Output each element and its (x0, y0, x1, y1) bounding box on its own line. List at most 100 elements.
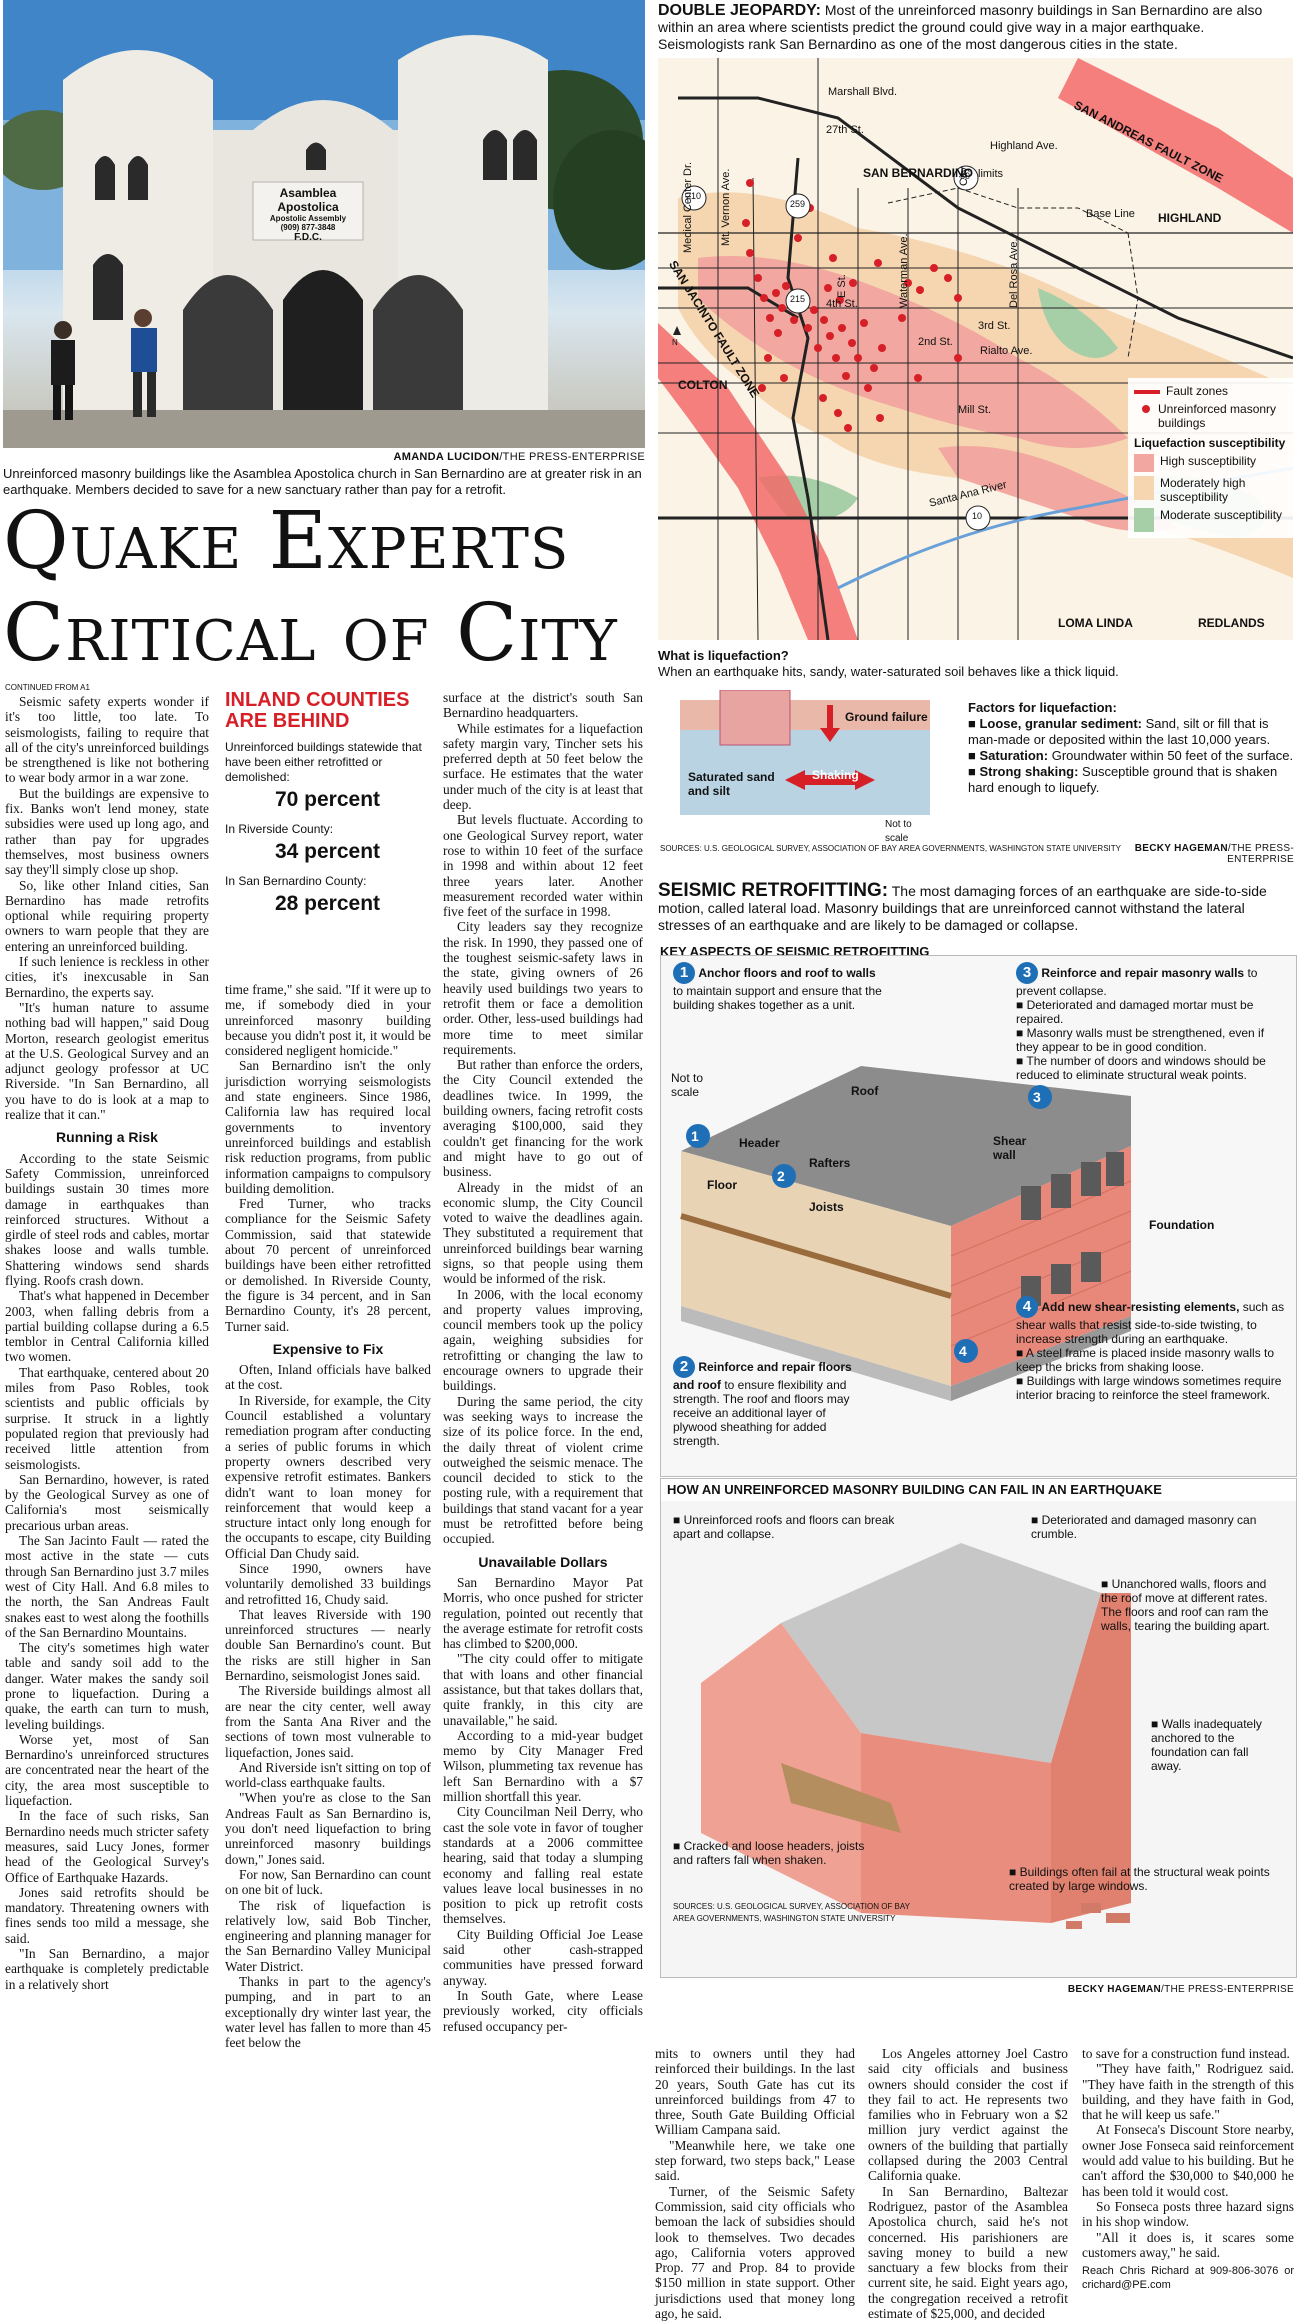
article-paragraph: In the face of such risks, San Bernardin… (5, 1808, 209, 1885)
article-paragraph: In Riverside, for example, the City Coun… (225, 1392, 431, 1561)
marker-1: 1 (691, 1128, 699, 1144)
factors-title: Factors for liquefaction: (968, 700, 1117, 715)
label-highland: HIGHLAND (1158, 211, 1222, 225)
label-san-bernardino: SAN BERNARDINO (863, 166, 974, 180)
article-paragraph: For now, San Bernardino can count on one… (225, 1866, 431, 1898)
shield-30: 30 (960, 171, 971, 181)
article-paragraph: City Building Official Joe Lease said ot… (443, 1926, 643, 1988)
label-2nd: 2nd St. (918, 336, 953, 348)
building-illustration (680, 1066, 1132, 1401)
article-paragraph: In South Gate, where Lease previously wo… (443, 1987, 643, 2034)
church-photo: Asamblea Apostolica Apostolic Assembly (… (3, 0, 645, 448)
shield-10: 10 (972, 511, 983, 521)
article-paragraph: Los Angeles attorney Joel Castro said ci… (868, 2046, 1068, 2184)
article-paragraph: Thanks in part to the agency's pumping, … (225, 1974, 431, 2051)
article-paragraph: "Meanwhile here, we take one step forwar… (655, 2137, 855, 2184)
article-paragraph: Turner, of the Seismic Safety Commission… (655, 2183, 855, 2321)
article-paragraph: So, like other Inland cities, San Bernar… (5, 877, 209, 954)
article-column-3: surface at the district's south San Bern… (443, 690, 643, 2034)
article-paragraph: The Riverside buildings almost all are n… (225, 1683, 431, 1760)
stat-value: 70 percent (274, 788, 381, 811)
article-column-1: Seismic safety experts wonder if it's to… (5, 694, 209, 1992)
retrofit-credit: BECKY HAGEMAN/THE PRESS-ENTERPRISE (1067, 1984, 1294, 1995)
aspect-4: 4 Add new shear-resisting elements, such… (1016, 1296, 1285, 1402)
article-paragraph: City leaders say they recognize the risk… (443, 919, 643, 1057)
label-medical-center: Medical Center Dr. (682, 161, 694, 253)
continued-from: CONTINUED FROM A1 (5, 683, 90, 692)
stat-label: In San Bernardino County: (225, 874, 367, 888)
label-highland-ave: Highland Ave. (990, 140, 1058, 152)
legend-moderate: Moderate susceptibility (1134, 508, 1293, 532)
article-paragraph: mits to owners until they had reinforced… (655, 2046, 855, 2138)
article-paragraph: But the buildings are expensive to fix. … (5, 785, 209, 878)
church-illustration (3, 0, 645, 448)
article-paragraph: Often, Inland officials have balked at t… (225, 1362, 431, 1393)
failure-point-3: ■ Unanchored walls, floors and the roof … (1101, 1577, 1270, 1633)
label-colton: COLTON (678, 378, 728, 392)
author-contact: Reach Chris Richard at 909-806-3076 or c… (1082, 2265, 1294, 2292)
aspect-number-icon: 3 (1016, 962, 1038, 984)
article-paragraph: During the same period, the city was see… (443, 1393, 643, 1547)
label-redlands: REDLANDS (1198, 616, 1265, 630)
legend-fault: Fault zones (1134, 384, 1293, 398)
map-graphic (658, 58, 1293, 640)
article-paragraph: "It's human nature to assume nothing bad… (5, 999, 209, 1123)
sign-line: Apostolic Assembly (269, 214, 347, 223)
liquefaction-map: SAN ANDREAS FAULT ZONE SAN JACINTO FAULT… (658, 58, 1293, 640)
map-legend: Fault zones Unreinforced masonry buildin… (1128, 378, 1293, 538)
article-paragraph: That leaves Riverside with 190 unreinfor… (225, 1606, 431, 1684)
stat-value: 28 percent (274, 892, 381, 915)
article-paragraph: And Riverside isn't sitting on top of wo… (225, 1759, 431, 1791)
failure-point-1: ■ Unreinforced roofs and floors can brea… (673, 1513, 895, 1541)
retrofit-diagram: 1 2 3 4 Not to scale Roof Header Rafters… (660, 955, 1297, 1477)
subhead-running-a-risk: Running a Risk (56, 1129, 158, 1146)
article-paragraph: surface at the district's south San Bern… (443, 690, 643, 721)
headline-line-2: Critical of City (3, 586, 618, 679)
inland-counties-box: INLAND COUNTIES ARE BEHIND Unreinforced … (225, 690, 430, 926)
liquefaction-not-to-scale: Not to scale (885, 819, 912, 844)
liquefaction-diagram: Ground failure Saturated sand and silt S… (680, 689, 930, 844)
photo-credit-name: AMANDA LUCIDON (393, 451, 500, 463)
legend-susceptibility-title: Liquefaction susceptibility (1134, 436, 1286, 450)
liquefaction-section: What is liquefaction? When an earthquake… (658, 648, 1294, 680)
label-waterman: Waterman Ave. (898, 233, 910, 308)
article-paragraph: That earthquake, centered about 20 miles… (5, 1364, 209, 1472)
article-column-6: to save for a construction fund instead.… (1082, 2046, 1294, 2292)
article-column-5: Los Angeles attorney Joel Castro said ci… (868, 2046, 1068, 2321)
label-3rd: 3rd St. (978, 320, 1011, 332)
legend-urm: Unreinforced masonry buildings (1134, 402, 1293, 430)
article-paragraph: But rather than enforce the orders, the … (443, 1057, 643, 1180)
article-column-2: time frame," she said. "If it were up to… (225, 982, 431, 2050)
sign-line: F.D.C. (294, 232, 322, 243)
headline-line-1: Quake Experts (3, 494, 570, 587)
article-paragraph: "All it does is, it scares some customer… (1082, 2229, 1294, 2260)
failure-diagram: HOW AN UNREINFORCED MASONRY BUILDING CAN… (660, 1478, 1297, 1978)
article-paragraph: According to a mid-year budget memo by C… (443, 1727, 643, 1805)
church-sign: Asamblea Apostolica Apostolic Assembly (… (255, 186, 361, 243)
liquefaction-factors: Factors for liquefaction: ■ Loose, granu… (968, 700, 1294, 796)
article-column-4: mits to owners until they had reinforced… (655, 2046, 855, 2321)
retrofit-not-to-scale: Not to scale (671, 1071, 704, 1099)
sign-line: (909) 877-3848 (280, 223, 336, 232)
shield-215: 215 (790, 294, 806, 304)
article-paragraph: The San Jacinto Fault — rated the most a… (5, 1533, 209, 1640)
label-joists: Joists (809, 1200, 844, 1214)
photo-caption: Unreinforced masonry buildings like the … (3, 466, 642, 497)
map-title: DOUBLE JEOPARDY: (658, 2, 821, 19)
shaking-label: Shaking (812, 768, 859, 782)
label-north: N (672, 338, 678, 347)
map-intro: DOUBLE JEOPARDY: Most of the unreinforce… (658, 2, 1294, 53)
box-title: INLAND COUNTIES ARE BEHIND (225, 689, 410, 732)
article-paragraph: Worse yet, most of San Bernardino's unre… (5, 1731, 209, 1809)
article-paragraph: Already in the midst of an economic slum… (443, 1179, 643, 1287)
aspect-number-icon: 4 (1016, 1296, 1038, 1318)
legend-mod-high: Moderately high susceptibility (1134, 476, 1293, 504)
aspect-2: 2 Reinforce and repair floors and roof t… (673, 1356, 852, 1448)
moderate-zone (1038, 288, 1118, 358)
label-rafters: Rafters (809, 1156, 851, 1170)
label-base-line: Base Line (1086, 208, 1135, 220)
retrofit-intro: SEISMIC RETROFITTING: The most damaging … (658, 881, 1294, 934)
article-paragraph: "In San Bernardino, a major earthquake i… (5, 1946, 209, 1992)
article-paragraph: At Fonseca's Discount Store nearby, owne… (1082, 2122, 1294, 2199)
sign-line: Asamblea Apostolica (277, 186, 339, 214)
